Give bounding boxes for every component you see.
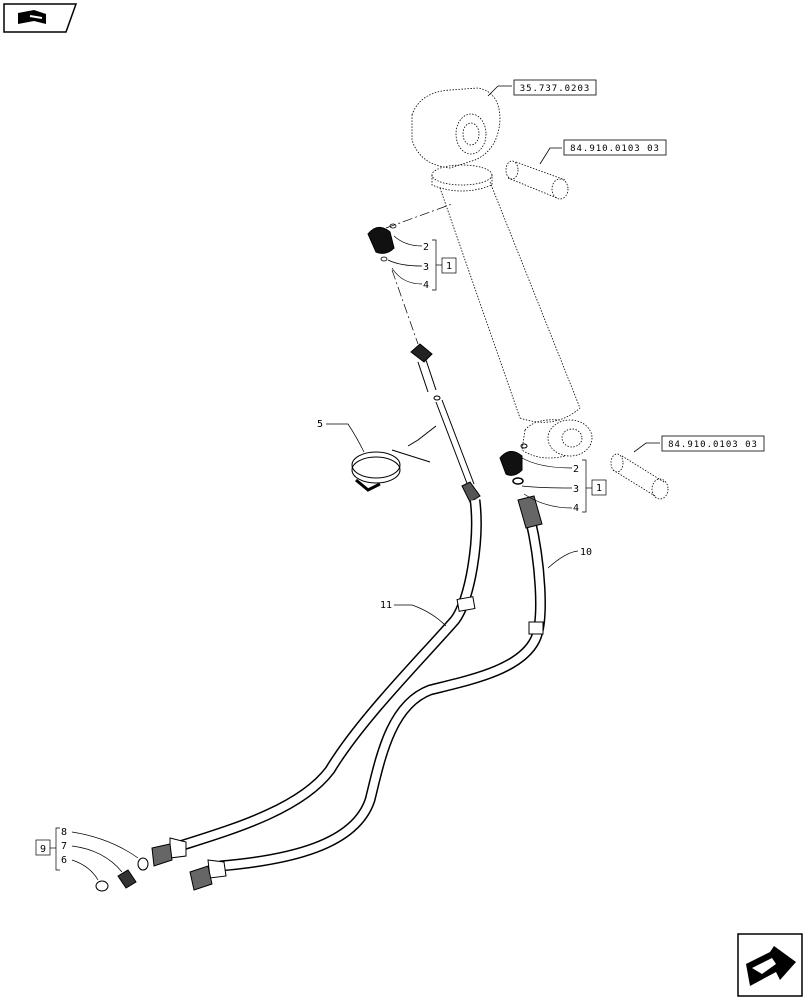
hydraulic-cylinder xyxy=(411,87,593,459)
callout-3-lower: 3 xyxy=(573,484,579,495)
pin-upper xyxy=(505,160,569,200)
ref-84910-upper[interactable]: 84.910.0103 03 xyxy=(539,139,667,165)
callout-7: 7 xyxy=(61,841,67,852)
callout-11: 11 xyxy=(380,600,392,611)
callout-group-9 xyxy=(35,827,139,881)
leader-5 xyxy=(326,423,365,453)
hose-clamp xyxy=(351,425,437,492)
hose-10 xyxy=(189,495,546,891)
callout-4-upper: 4 xyxy=(423,280,429,291)
leader-10 xyxy=(547,550,579,569)
callout-2-lower: 2 xyxy=(573,464,579,475)
callout-3-upper: 3 xyxy=(423,262,429,273)
ref-label-pin-upper: 84.910.0103 03 xyxy=(570,144,660,154)
leader-11 xyxy=(394,604,447,627)
tube-assembly xyxy=(410,343,481,503)
ref-84910-lower[interactable]: 84.910.0103 03 xyxy=(633,435,765,453)
callout-8: 8 xyxy=(61,827,67,838)
callout-1-upper[interactable]: 1 xyxy=(446,261,452,272)
callout-2-upper: 2 xyxy=(423,242,429,253)
callout-4-lower: 4 xyxy=(573,503,579,514)
next-page-arrow-icon[interactable] xyxy=(737,933,803,997)
lower-elbow-fitting xyxy=(499,443,528,485)
ref-label-top: 35.737.0203 xyxy=(520,84,591,94)
adapter-fitting xyxy=(95,857,149,892)
callout-group-lower xyxy=(521,457,607,513)
callout-group-upper xyxy=(387,235,457,291)
alignment-lines xyxy=(385,203,453,345)
callout-6: 6 xyxy=(61,855,67,866)
pin-lower xyxy=(610,453,669,500)
hose-11 xyxy=(151,499,482,867)
callout-9[interactable]: 9 xyxy=(40,844,46,855)
upper-elbow-fitting xyxy=(367,223,397,262)
ref-35737[interactable]: 35.737.0203 xyxy=(487,79,597,97)
ref-label-pin-lower: 84.910.0103 03 xyxy=(668,440,758,450)
book-wrench-icon[interactable] xyxy=(3,3,78,33)
callout-1-lower[interactable]: 1 xyxy=(596,483,602,494)
callout-5: 5 xyxy=(317,419,323,430)
callout-10: 10 xyxy=(580,547,592,558)
